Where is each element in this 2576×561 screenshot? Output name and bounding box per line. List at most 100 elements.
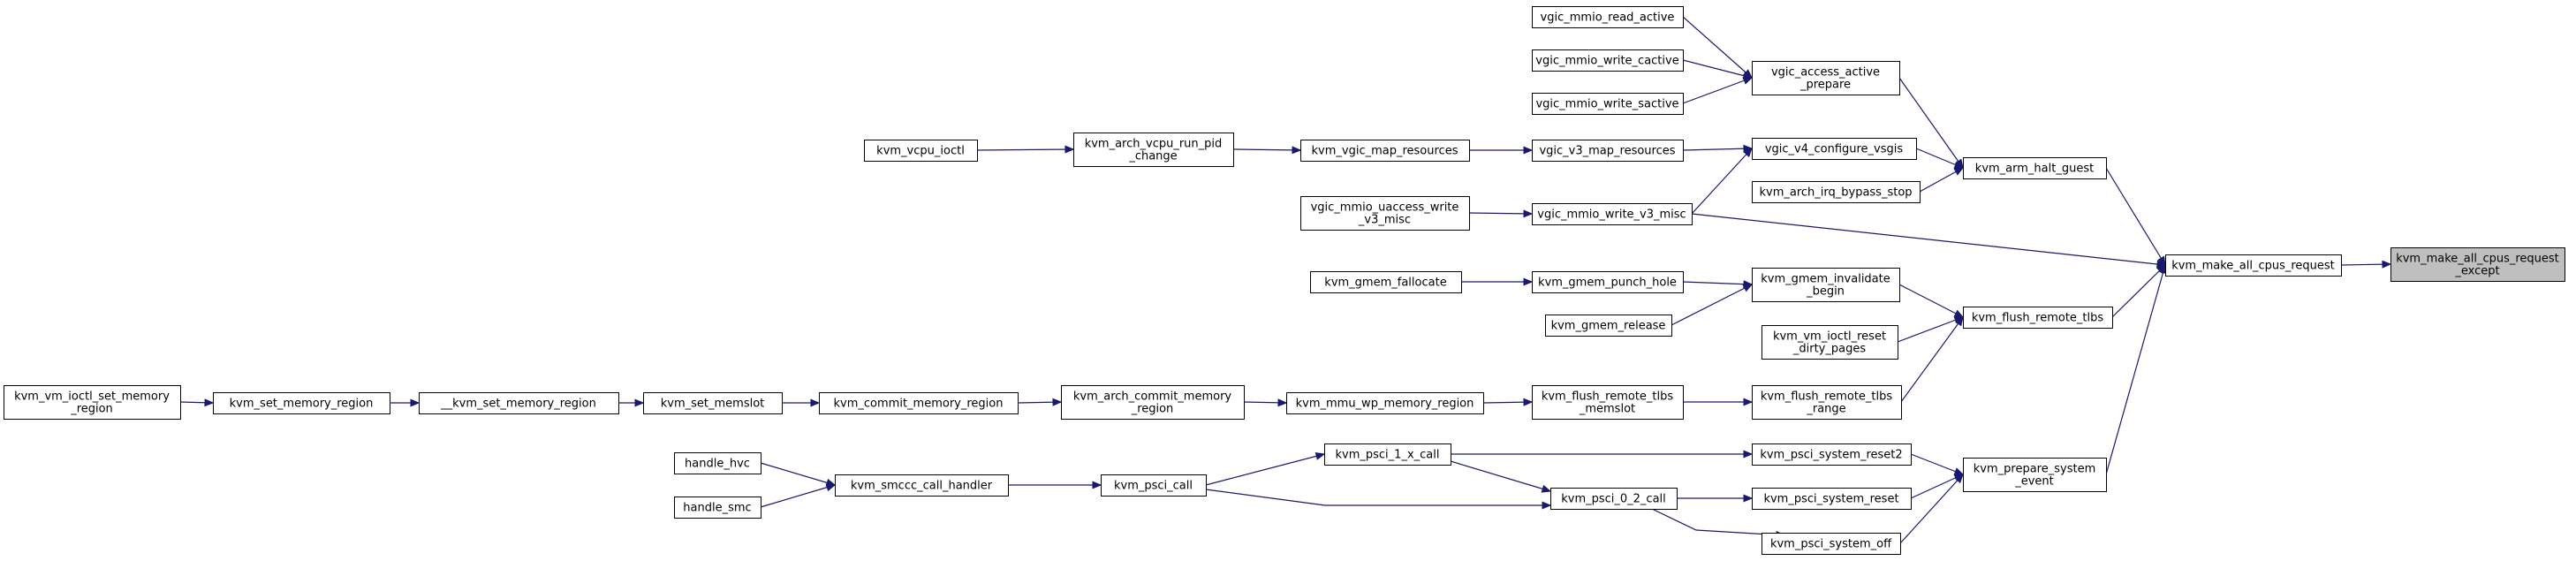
node-vgic-mmio-write-v3-misc[interactable]: vgic_mmio_write_v3_misc <box>1532 203 1693 225</box>
node-box <box>4 385 181 420</box>
node-kvm-psci-1-x-call[interactable]: kvm_psci_1_x_call <box>1324 443 1451 466</box>
node-kvm-make-all-cpus-request[interactable]: kvm_make_all_cpus_request <box>2165 254 2342 277</box>
node-kvm-prepare-system-event[interactable]: kvm_prepare_system_event <box>1963 458 2107 492</box>
node-box <box>213 392 390 414</box>
arrow-head <box>1953 467 1965 475</box>
node-kvm-arch-commit-memory-region[interactable]: kvm_arch_commit_memory_region <box>1061 385 1245 420</box>
node-vgic-v4-configure-vsgis[interactable]: vgic_v4_configure_vsgis <box>1752 138 1917 160</box>
node-label: kvm_flush_remote_tlbs <box>1542 390 1674 404</box>
node-kvm-arm-halt-guest[interactable]: kvm_arm_halt_guest <box>1963 157 2107 179</box>
arrow-head <box>1742 284 1754 292</box>
node-label: kvm_make_all_cpus_request <box>2171 260 2335 273</box>
edge-vgic-mmio-write-sactive-to-vgic-access-active-prepare <box>1682 77 1754 104</box>
edge-kvm-flush-remote-tlbs-memslot-to-kvm-flush-remote-tlbs-range <box>1683 398 1754 406</box>
node-kvm-arch-irq-bypass-stop[interactable]: kvm_arch_irq_bypass_stop <box>1752 181 1921 203</box>
node-kvm-gmem-invalidate-begin[interactable]: kvm_gmem_invalidate_begin <box>1752 268 1900 302</box>
node-kvm-set-memslot[interactable]: kvm_set_memslot <box>643 392 783 414</box>
node-kvm-gmem-release[interactable]: kvm_gmem_release <box>1545 315 1672 337</box>
arrow-head <box>410 398 420 407</box>
node-kvm-gmem-fallocate[interactable]: kvm_gmem_fallocate <box>1310 271 1462 293</box>
call-edges <box>179 16 2392 544</box>
node-label: kvm_vgic_map_resources <box>1312 145 1458 158</box>
node-kvm-vgic-map-resources[interactable]: kvm_vgic_map_resources <box>1300 140 1470 162</box>
node-handle-smc[interactable]: handle_smc <box>674 497 761 519</box>
arrow-head <box>1743 450 1754 459</box>
edge-kvm-arch-commit-memory-region-to-kvm-mmu-wp-memory-region <box>1243 398 1288 407</box>
node-kvm-psci-system-off[interactable]: kvm_psci_system_off <box>1762 533 1901 555</box>
node-kvm-psci-0-2-call[interactable]: kvm_psci_0_2_call <box>1550 488 1678 510</box>
arrow-head <box>1523 209 1534 218</box>
node-kvm-make-all-cpus-request-except[interactable]: kvm_make_all_cpus_request_except <box>2390 247 2565 282</box>
node-label: vgic_mmio_write_cactive <box>1535 55 1678 68</box>
node-vgic-v3-map-resources[interactable]: vgic_v3_map_resources <box>1532 140 1684 162</box>
node-box <box>674 497 761 519</box>
node-vgic-mmio-read-active[interactable]: vgic_mmio_read_active <box>1532 6 1684 28</box>
node-kvm-vm-ioctl-set-memory-region[interactable]: kvm_vm_ioctl_set_memory_region <box>4 385 181 420</box>
node-vgic-access-active-prepare[interactable]: vgic_access_active_prepare <box>1752 61 1900 95</box>
edge-line <box>1682 77 1753 104</box>
node-box <box>2165 254 2342 277</box>
node-kvm-arch-vcpu-run-pid-change[interactable]: kvm_arch_vcpu_run_pid_change <box>1073 133 1234 167</box>
edge-kvm-vgic-map-resources-to-vgic-v3-map-resources <box>1469 146 1534 155</box>
node-kvm-vcpu-ioctl[interactable]: kvm_vcpu_ioctl <box>864 140 978 162</box>
node-kvm-vm-ioctl-reset-dirty-pages[interactable]: kvm_vm_ioctl_reset_dirty_pages <box>1762 325 1898 360</box>
node-handle-hvc[interactable]: handle_hvc <box>674 452 761 474</box>
edge-kvm-arm-halt-guest-to-kvm-make-all-cpus-request <box>2105 167 2166 267</box>
node-kvm-mmu-wp-memory-region[interactable]: kvm_mmu_wp_memory_region <box>1286 392 1484 414</box>
node-kvm-psci-system-reset[interactable]: kvm_psci_system_reset <box>1752 488 1912 510</box>
edge-kvm-psci-call-to-kvm-psci-1-x-call <box>1205 451 1326 486</box>
edge-line <box>1682 16 1753 79</box>
arrow-head <box>1523 146 1534 155</box>
edge-line <box>976 148 1074 151</box>
node-label: vgic_v4_configure_vsgis <box>1765 143 1904 156</box>
edge-line <box>2105 167 2166 266</box>
node-kvm-psci-system-reset2[interactable]: kvm_psci_system_reset2 <box>1752 443 1912 466</box>
node-label: _region <box>70 403 113 416</box>
node-kvm-flush-remote-tlbs-memslot[interactable]: kvm_flush_remote_tlbs_memslot <box>1532 385 1684 420</box>
node-kvm-gmem-punch-hole[interactable]: kvm_gmem_punch_hole <box>1532 271 1684 293</box>
node-kvm-commit-memory-region[interactable]: kvm_commit_memory_region <box>819 392 1019 414</box>
node-label: kvm_arch_commit_memory <box>1073 390 1232 404</box>
edge-kvm-vm-ioctl-set-memory-region-to-kvm-set-memory-region <box>179 398 215 407</box>
edge-vgic-mmio-write-v3-misc-to-vgic-v4-configure-vsgis <box>1691 148 1753 215</box>
node-box <box>1324 443 1451 466</box>
node-box <box>643 392 783 414</box>
node-kvm-psci-call[interactable]: kvm_psci_call <box>1101 474 1207 497</box>
node-label: kvm_arm_halt_guest <box>1975 163 2094 176</box>
node-box <box>1073 133 1234 167</box>
node-kvm-set-memory-region[interactable]: __kvm_set_memory_region <box>419 392 619 414</box>
node-box <box>1752 488 1912 510</box>
arrow-head <box>1277 398 1288 407</box>
arrow-head <box>1743 494 1754 503</box>
node-vgic-mmio-write-cactive[interactable]: vgic_mmio_write_cactive <box>1532 49 1684 72</box>
node-label: kvm_gmem_release <box>1551 320 1666 333</box>
node-label: kvm_psci_1_x_call <box>1336 449 1440 462</box>
node-kvm-set-memory-region[interactable]: kvm_set_memory_region <box>213 392 390 414</box>
node-box <box>1762 533 1901 555</box>
node-box <box>1310 271 1462 293</box>
node-box <box>1101 474 1207 497</box>
edge-line <box>1915 148 1964 169</box>
arrow-head <box>204 398 215 407</box>
node-kvm-flush-remote-tlbs-range[interactable]: kvm_flush_remote_tlbs_range <box>1752 385 1902 420</box>
node-vgic-mmio-write-sactive[interactable]: vgic_mmio_write_sactive <box>1532 93 1684 115</box>
node-box <box>674 452 761 474</box>
edge-handle-hvc-to-kvm-smccc-call-handler <box>760 462 837 487</box>
arrow-head <box>1523 398 1534 406</box>
edge-line <box>1691 148 1753 215</box>
edge-kvm-flush-remote-tlbs-range-to-kvm-flush-remote-tlbs <box>1900 315 1964 403</box>
node-label: vgic_mmio_uaccess_write <box>1311 201 1459 215</box>
edge-vgic-mmio-uaccess-write-v3-misc-to-vgic-mmio-write-v3-misc <box>1468 209 1534 218</box>
edge-kvm-make-all-cpus-request-to-kvm-make-all-cpus-request-except <box>2340 260 2392 269</box>
edge-line <box>1910 474 1964 499</box>
edge-kvm-gmem-punch-hole-to-kvm-gmem-invalidate-begin <box>1682 280 1754 289</box>
arrow-head <box>2382 260 2392 269</box>
node-kvm-smccc-call-handler[interactable]: kvm_smccc_call_handler <box>835 474 1009 497</box>
node-label: __kvm_set_memory_region <box>440 398 596 411</box>
edge-kvm-psci-call-to-kvm-psci-0-2-call <box>1205 489 1552 510</box>
node-kvm-flush-remote-tlbs[interactable]: kvm_flush_remote_tlbs <box>1963 307 2113 329</box>
node-box <box>1762 325 1898 360</box>
node-label: kvm_mmu_wp_memory_region <box>1296 398 1474 411</box>
node-vgic-mmio-uaccess-write-v3-misc[interactable]: vgic_mmio_uaccess_write_v3_misc <box>1300 196 1470 231</box>
node-label: vgic_v3_map_resources <box>1539 145 1675 158</box>
